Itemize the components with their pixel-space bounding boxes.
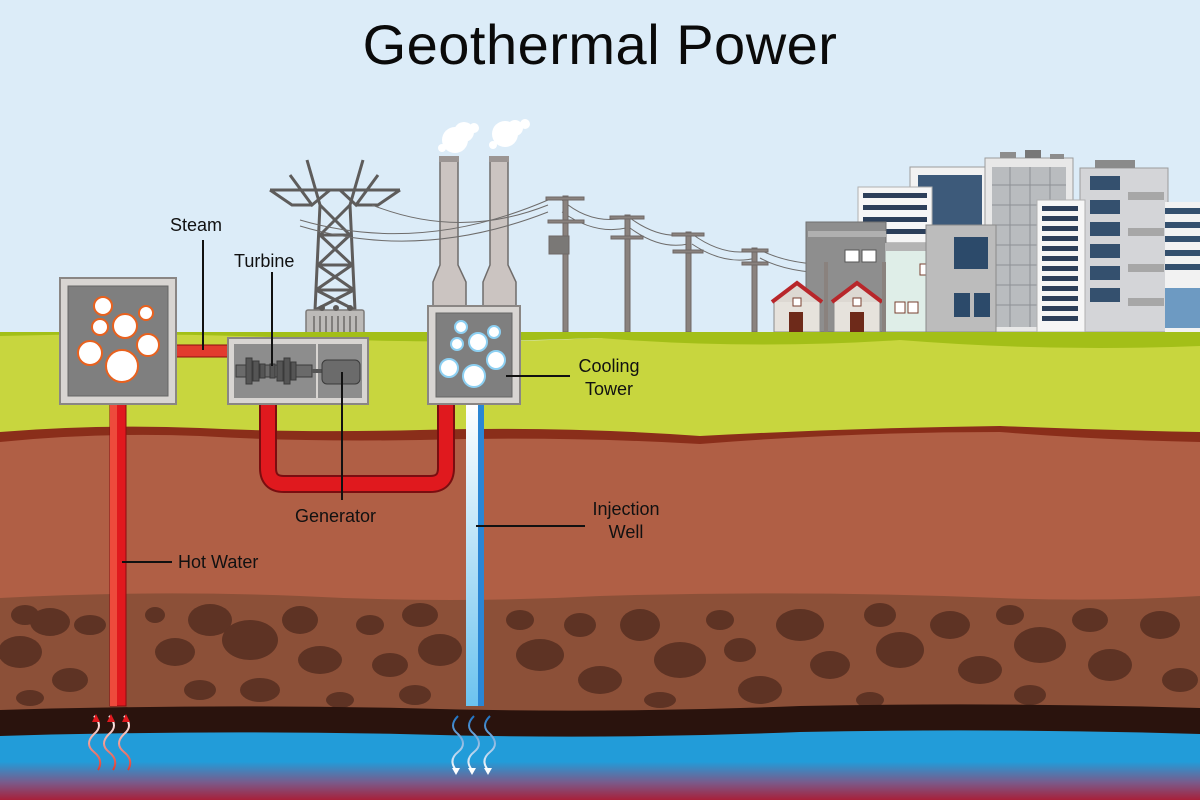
label-injection-well-line1: Injection	[592, 499, 660, 519]
transmission-tower-icon	[269, 159, 401, 312]
label-turbine: Turbine	[234, 251, 295, 271]
label-steam: Steam	[170, 215, 223, 235]
power-lines	[299, 199, 881, 274]
label-hot-water: Hot Water	[178, 552, 259, 572]
steam-box	[59, 277, 177, 405]
leader-lines	[122, 240, 585, 563]
label-cooling-tower: Cooling Tower	[570, 355, 648, 401]
rocks	[0, 603, 1198, 708]
turbine-generator-box	[227, 337, 369, 405]
label-cooling-tower-line1: Cooling	[578, 356, 640, 376]
utility-pole-icon	[545, 195, 769, 333]
cold-arrow-icon	[451, 715, 496, 771]
label-injection-well-line2: Well	[608, 522, 644, 542]
label-generator: Generator	[295, 506, 377, 526]
chimney-icon	[432, 156, 517, 307]
smoke-icon	[438, 119, 530, 153]
page-title: Geothermal Power	[362, 13, 838, 76]
city-buildings	[770, 150, 1200, 333]
cooling-tower-box	[427, 305, 521, 405]
house-icon	[770, 280, 824, 333]
label-injection-well: Injection Well	[585, 498, 667, 544]
label-cooling-tower-line2: Tower	[584, 379, 633, 399]
turbine-icon	[235, 357, 313, 385]
heat-arrow-icon	[88, 715, 132, 771]
steam-cloud-icon	[77, 296, 160, 383]
house-icon	[830, 280, 884, 333]
cooling-cloud-icon	[439, 320, 506, 388]
